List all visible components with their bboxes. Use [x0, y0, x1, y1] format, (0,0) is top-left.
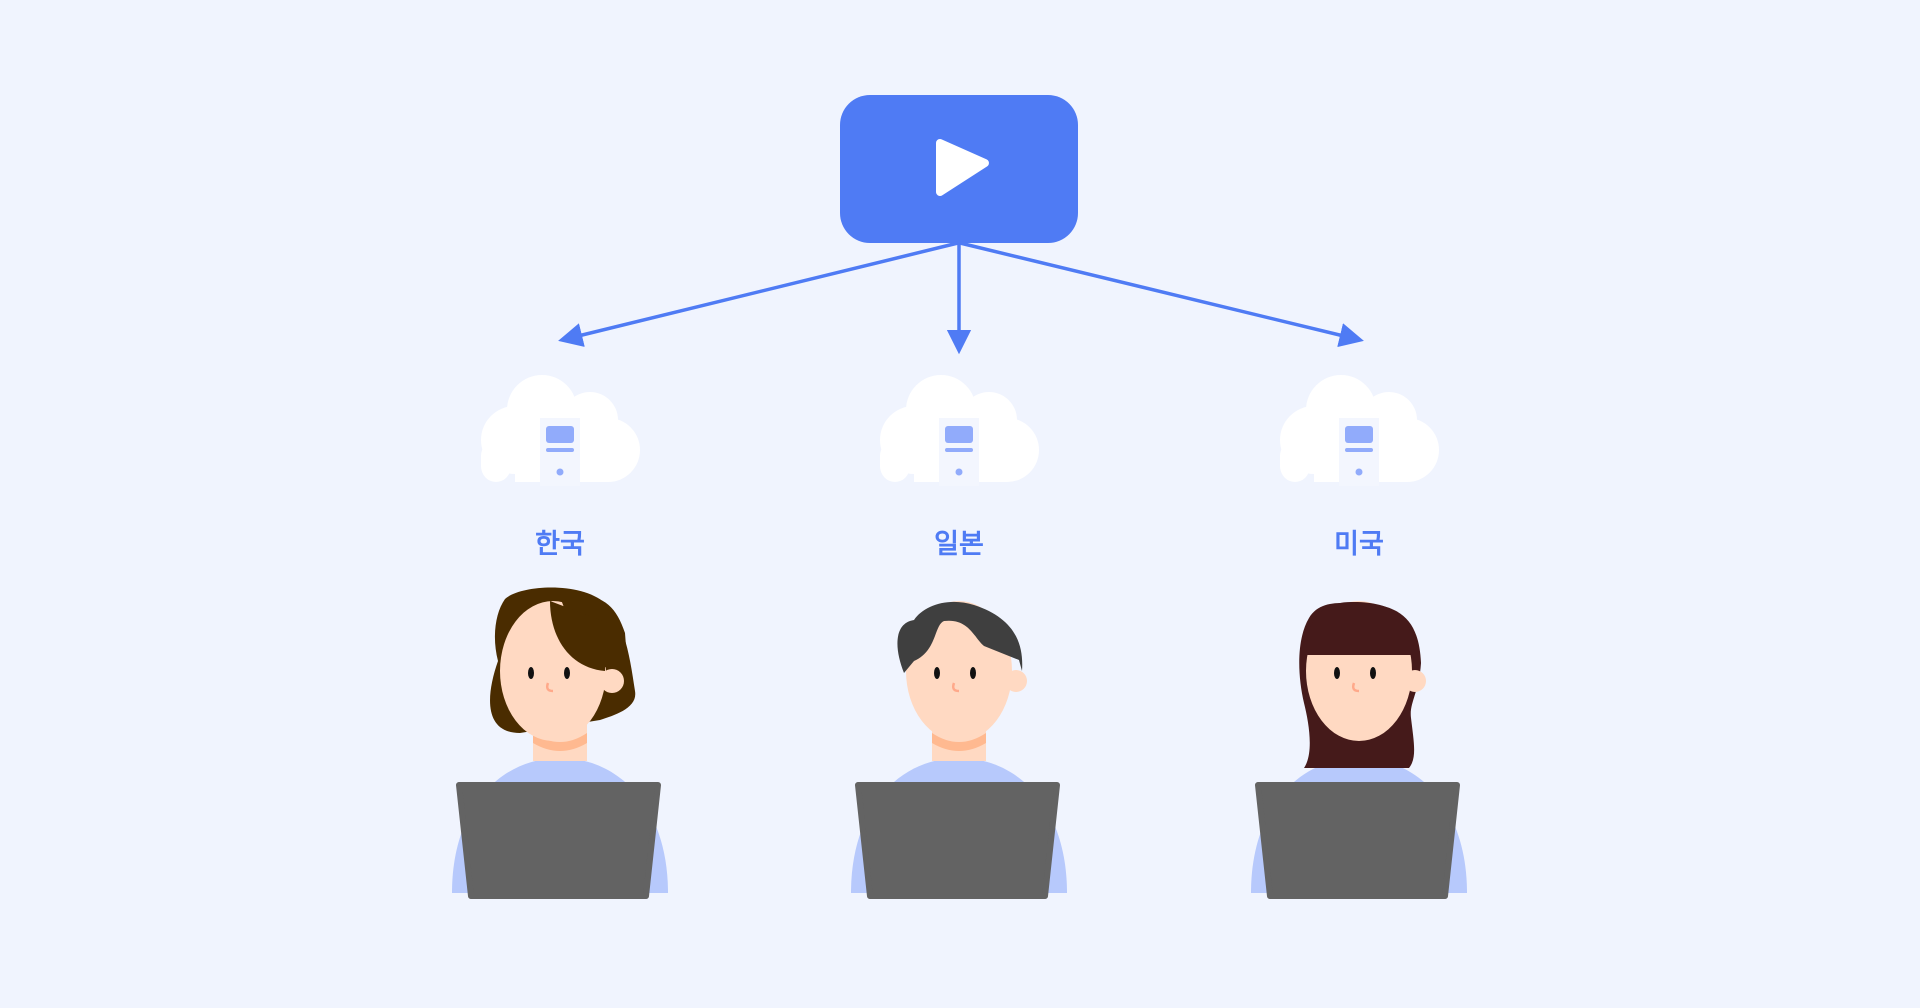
cloud-server-icon [481, 375, 640, 486]
region-label-korea: 한국 [535, 529, 585, 560]
user-japan [851, 599, 1067, 896]
region-label-japan: 일본 [934, 529, 984, 560]
arrow-korea [558, 241, 959, 347]
distribution-arrows [558, 241, 1364, 355]
arrow-usa [959, 241, 1364, 348]
cloud-server-icon [1280, 375, 1439, 486]
region-label-usa: 미국 [1334, 529, 1384, 560]
user-usa [1251, 599, 1467, 896]
play-icon [936, 139, 989, 196]
user-korea [452, 587, 668, 897]
cloud-server-icon [880, 375, 1039, 486]
video-source-box [840, 95, 1078, 243]
